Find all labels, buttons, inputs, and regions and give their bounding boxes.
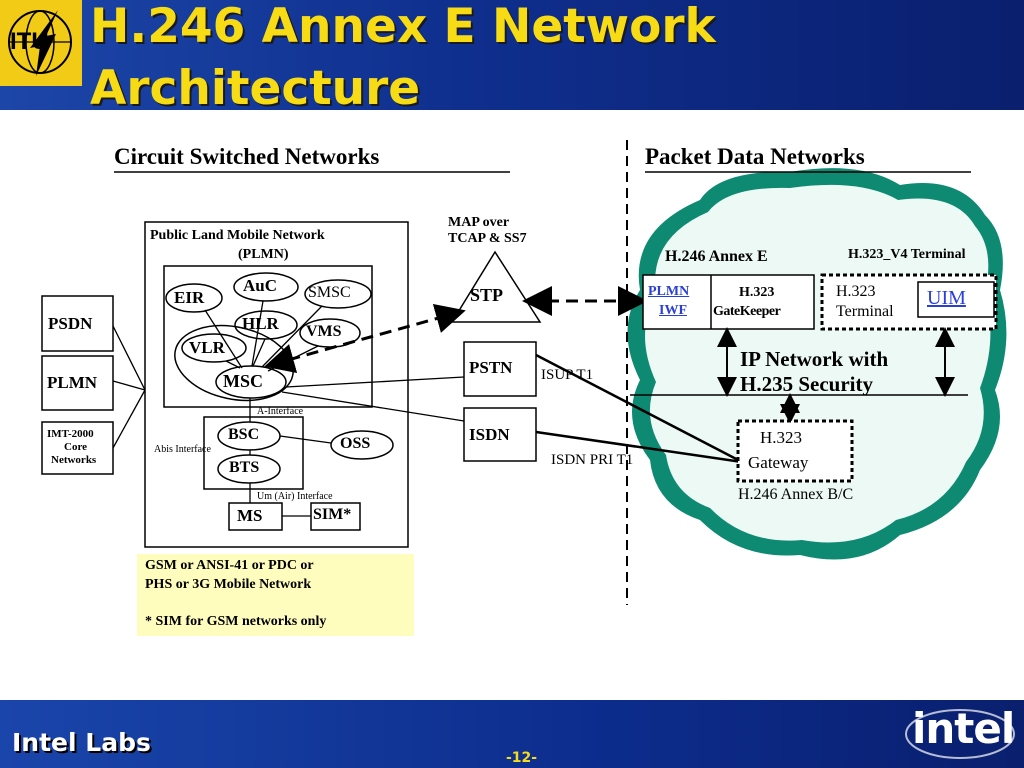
page-title: H.246 Annex E Network Architecture [90,0,716,116]
imt2000-box [41,421,114,475]
gateway-label-1: H.323 [760,428,803,447]
vlr-node [181,333,247,363]
vms-label: VMS [306,323,342,340]
eir-label: EIR [174,288,205,307]
gateway-box [736,419,854,483]
plmn-iwf-label-1[interactable]: PLMN [648,284,690,299]
imt2000-label-2: Core [64,441,88,453]
annex-bc-label: H.246 Annex B/C [738,486,854,503]
plmn-label: PLMN [47,373,98,392]
itu-logo-icon [8,10,72,76]
ip-network-label-2: H.235 Security [740,372,873,396]
gateway-label-2: Gateway [748,453,809,472]
psdn-label: PSDN [48,314,93,333]
plmn-network-box [41,355,114,411]
psdn-box [41,295,114,352]
sim-label: SIM* [313,506,352,523]
intel-swoosh-icon [905,709,1015,759]
plmn-iwf-label-2[interactable]: IWF [659,303,687,318]
ip-network-label-1: IP Network with [740,347,889,371]
gatekeeper-label-1: H.323 [739,285,775,300]
a-interface-label: A-Interface [257,406,304,417]
stp-label: STP [470,285,504,305]
note-line-2: PHS or 3G Mobile Network [145,577,312,592]
stp-node [450,250,542,323]
terminal-label-2: Terminal [836,303,894,320]
diagram-canvas [41,140,1007,605]
footer-band [0,700,1024,768]
network-note [137,554,414,636]
plmn-box [144,221,409,548]
plmn-title: Public Land Mobile Network [150,228,325,243]
imt2000-label-1: IMT-2000 [47,428,94,440]
header-band [0,0,1024,110]
eir-node [165,283,223,313]
imt2000-label-3: Networks [51,454,97,466]
msc-node [215,365,287,399]
pstn-box [463,341,537,397]
isdn-pri-label: ISDN PRI T1 [551,452,634,468]
logo-text: ITU [10,28,49,55]
intel-logo: intel [912,704,1015,753]
pstn-label: PSTN [469,358,513,377]
annex-e-label: H.246 Annex E [665,248,768,265]
uim-label[interactable]: UIM [927,287,966,309]
auc-label: AuC [243,276,278,295]
v4-terminal-label: H.323_V4 Terminal [848,247,966,262]
isdn-box [463,407,537,462]
isdn-pri-link [535,430,743,464]
isup-t1-link [535,353,743,464]
bss-box [203,416,304,490]
terminal-label-1: H.323 [836,283,876,300]
bts-node [217,454,281,484]
um-interface-label: Um (Air) Interface [257,491,333,502]
itu-logo: ITU [0,0,82,86]
auc-node [233,272,299,302]
map-signaling-link [264,304,466,373]
bsc-label: BSC [228,426,260,443]
uim-box [917,281,995,318]
packet-section-title: Packet Data Networks [645,144,865,169]
vlr-label: VLR [189,338,225,357]
msc-label: MSC [223,371,263,391]
isup-t1-label: ISUP T1 [541,367,594,383]
note-line-3: * SIM for GSM networks only [145,614,327,629]
bts-label: BTS [229,459,260,476]
oss-node [330,430,394,460]
abis-interface-label: Abis Interface [154,444,211,455]
smsc-label: SMSC [308,284,351,301]
note-line-1: GSM or ANSI-41 or PDC or [145,558,314,573]
footer-brand-text: Intel Labs [12,728,151,757]
map-label-2: TCAP & SS7 [448,231,527,246]
hlr-label: HLR [242,314,279,333]
map-label-1: MAP over [448,215,510,230]
gatekeeper-label-2: GateKeeper [713,304,781,319]
page-number: -12- [506,750,538,766]
plmn-subtitle: (PLMN) [238,247,289,262]
circuit-section-title: Circuit Switched Networks [114,144,380,169]
oss-label: OSS [340,435,371,452]
ms-label: MS [237,506,263,525]
isdn-label: ISDN [469,425,510,444]
